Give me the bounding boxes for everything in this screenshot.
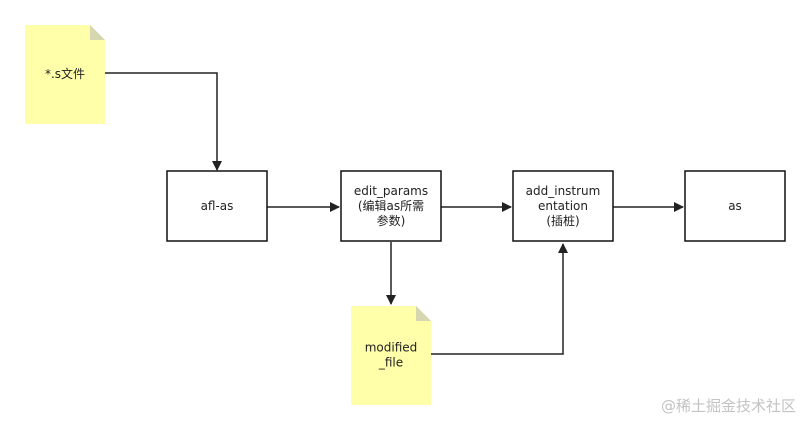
note-modified-file: modified_file <box>351 306 431 405</box>
node-text: *.s文件 <box>45 66 85 81</box>
note-shape <box>25 25 105 124</box>
box-edit-params: edit_params(编辑as所需参数) <box>340 170 442 242</box>
node-label-line: (插桩) <box>546 213 579 228</box>
node-label-line: as <box>728 199 742 213</box>
note-shape <box>351 306 431 405</box>
note-fold <box>90 25 105 40</box>
node-label-line: 参数) <box>377 213 406 228</box>
node-label-line: _file <box>378 355 403 369</box>
box-as: as <box>684 170 786 242</box>
node-text: as <box>728 199 742 213</box>
watermark: @稀土掘金技术社区 <box>661 397 796 415</box>
note-fold <box>416 306 431 321</box>
edges <box>105 72 684 355</box>
box-afl-as: afl-as <box>166 170 268 242</box>
box-shape <box>166 170 268 242</box>
note-source-file: *.s文件 <box>25 25 105 124</box>
node-label-line: (编辑as所需 <box>358 198 424 213</box>
node-text: afl-as <box>201 199 234 213</box>
edge-source-to-afl-as <box>105 72 222 171</box>
node-label-line: edit_params <box>354 184 428 198</box>
box-shape <box>512 170 614 242</box>
node-label-line: afl-as <box>201 199 234 213</box>
node-text: modified_file <box>365 340 418 369</box>
node-label-line: add_instrum <box>526 184 601 198</box>
node-label-line: entation <box>538 199 588 213</box>
node-text: edit_params(编辑as所需参数) <box>354 184 428 228</box>
box-shape <box>684 170 786 242</box>
node-label-line: modified <box>365 340 418 354</box>
box-shape <box>340 170 442 242</box>
node-label-line: *.s文件 <box>45 66 85 81</box>
edge-modified-file-to-add-instrumentation <box>431 243 568 355</box>
